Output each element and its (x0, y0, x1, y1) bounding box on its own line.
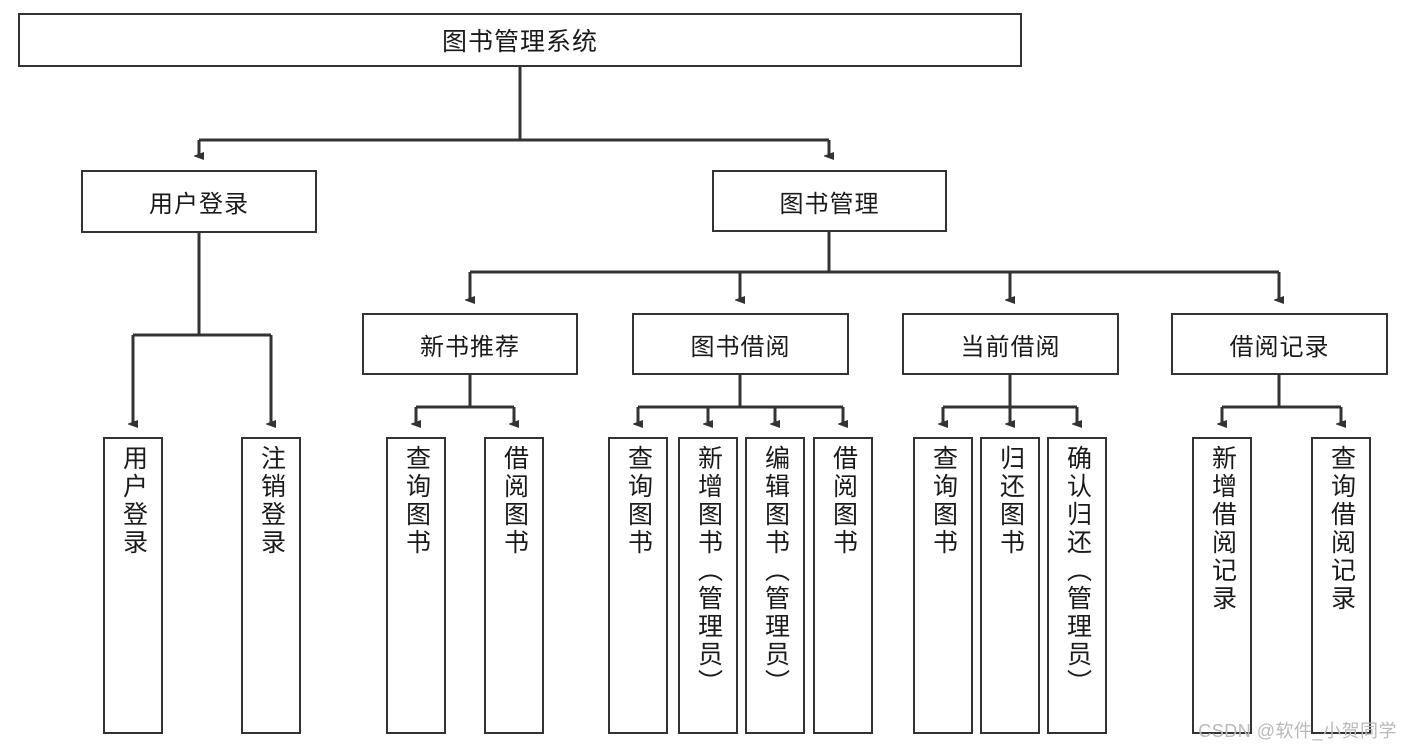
node-leaf-query-record[interactable]: 查询借阅记录 (1311, 437, 1371, 734)
node-leaf-add-record[interactable]: 新增借阅记录 (1192, 437, 1252, 734)
node-label: 编辑图书（管理员） (761, 445, 790, 697)
node-label: 查询图书 (624, 445, 653, 557)
node-label: 新增借阅记录 (1208, 445, 1237, 613)
node-leaf-query-book-1[interactable]: 查询图书 (386, 437, 446, 734)
node-leaf-edit-book[interactable]: 编辑图书（管理员） (745, 437, 805, 734)
node-current-borrow[interactable]: 当前借阅 (902, 313, 1119, 375)
node-label: 借阅记录 (1229, 333, 1330, 361)
node-label: 借阅图书 (500, 445, 529, 557)
node-label: 注销登录 (257, 445, 286, 557)
node-leaf-query-book-3[interactable]: 查询图书 (913, 437, 973, 734)
node-label: 用户登录 (119, 445, 148, 557)
node-leaf-logout-login[interactable]: 注销登录 (241, 437, 301, 734)
node-label: 图书借阅 (690, 333, 791, 361)
node-label: 查询图书 (929, 445, 958, 557)
node-leaf-add-book[interactable]: 新增图书（管理员） (678, 437, 738, 734)
node-book-management[interactable]: 图书管理 (712, 170, 947, 232)
node-label: 图书管理系统 (441, 28, 598, 56)
node-label: 确认归还（管理员） (1063, 445, 1092, 697)
node-leaf-query-book-2[interactable]: 查询图书 (608, 437, 668, 734)
node-leaf-user-login[interactable]: 用户登录 (103, 437, 163, 734)
node-leaf-return-book[interactable]: 归还图书 (980, 437, 1040, 734)
watermark-text: CSDN @软件_小贺同学 (1198, 721, 1397, 741)
node-label: 归还图书 (996, 445, 1025, 557)
node-label: 当前借阅 (960, 333, 1061, 361)
node-book-borrow[interactable]: 图书借阅 (632, 313, 849, 375)
node-user-login[interactable]: 用户登录 (81, 170, 317, 233)
node-leaf-confirm-return[interactable]: 确认归还（管理员） (1047, 437, 1107, 734)
node-leaf-borrow-book-2[interactable]: 借阅图书 (813, 437, 873, 734)
node-label: 图书管理 (779, 190, 880, 218)
node-label: 查询图书 (402, 445, 431, 557)
node-label: 新增图书（管理员） (694, 445, 723, 697)
node-new-book-recommend[interactable]: 新书推荐 (362, 313, 578, 375)
node-label: 新书推荐 (420, 333, 520, 361)
node-label: 用户登录 (149, 191, 249, 218)
node-label: 借阅图书 (829, 445, 858, 557)
node-label: 查询借阅记录 (1327, 445, 1356, 613)
node-leaf-borrow-book-1[interactable]: 借阅图书 (484, 437, 544, 734)
node-root-book-management-system[interactable]: 图书管理系统 (18, 13, 1022, 67)
node-borrow-record[interactable]: 借阅记录 (1171, 313, 1388, 375)
